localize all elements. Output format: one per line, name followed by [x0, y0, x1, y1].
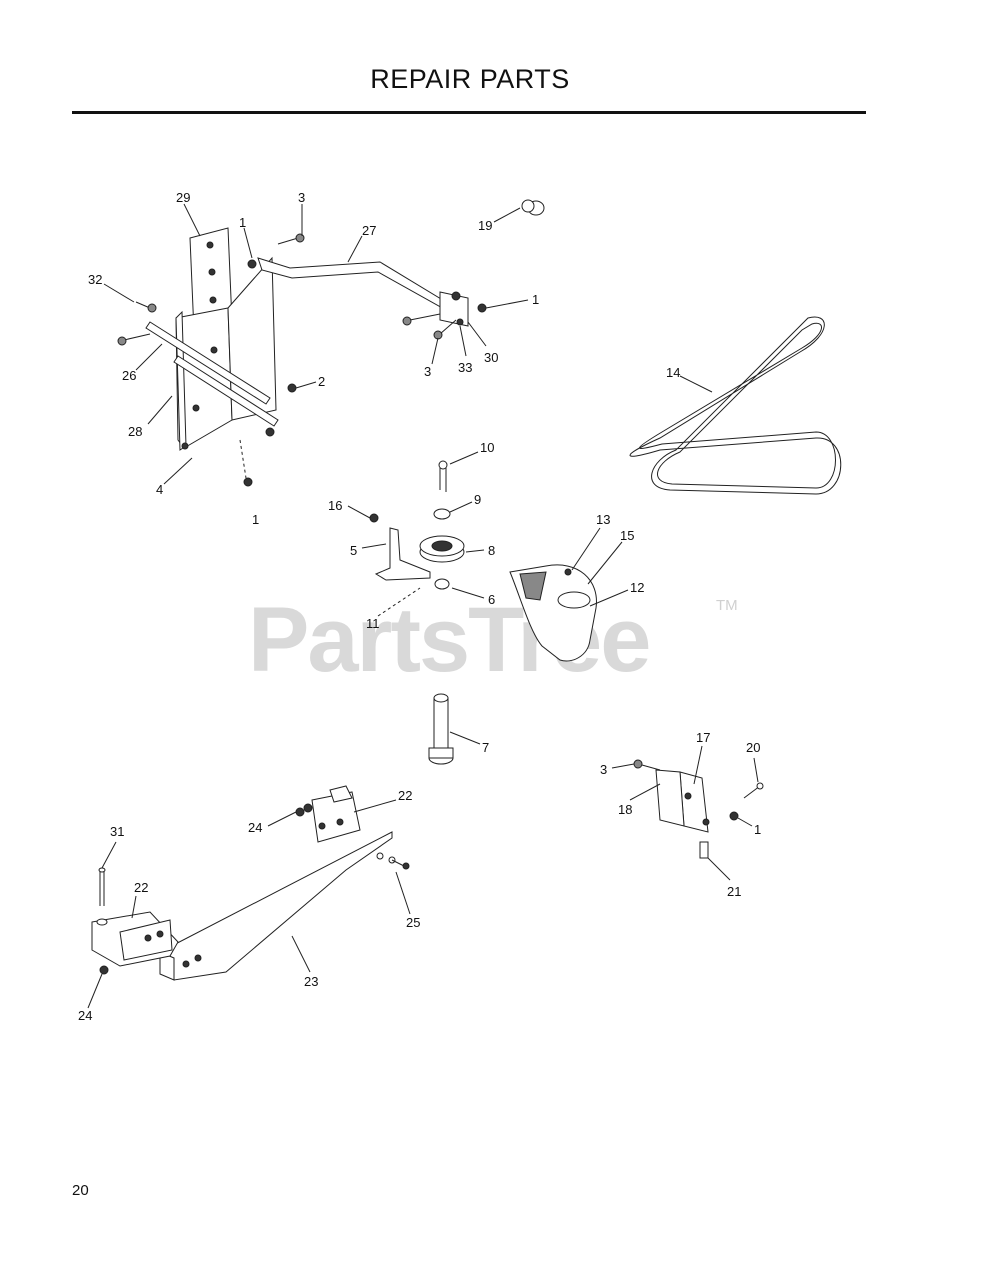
callout-3: 3	[424, 364, 431, 379]
callout-4: 4	[156, 482, 163, 497]
callout-8: 8	[488, 543, 495, 558]
callout-3: 3	[298, 190, 305, 205]
part-7-spindle	[428, 693, 454, 765]
callout-1: 1	[532, 292, 539, 307]
callout-2: 2	[318, 374, 325, 389]
part-9-washer	[433, 508, 451, 520]
callout-29: 29	[176, 190, 190, 205]
callout-11: 11	[366, 616, 380, 631]
callout-1: 1	[754, 822, 761, 837]
callout-31: 31	[110, 824, 124, 839]
callout-9: 9	[474, 492, 481, 507]
part-10-bolt	[438, 460, 448, 492]
part-31-bolt	[98, 867, 106, 906]
leader-lines	[87, 203, 759, 1009]
callout-25: 25	[406, 915, 420, 930]
callout-1: 1	[239, 215, 246, 230]
watermark-trademark: TM	[716, 597, 738, 614]
callout-10: 10	[480, 440, 494, 455]
part-17-bracket	[633, 759, 764, 859]
part-22-upper-bracket	[295, 785, 361, 843]
part-26-rod	[145, 321, 279, 427]
callout-13: 13	[596, 512, 610, 527]
part-5-idler-arm	[374, 527, 431, 581]
callout-24: 24	[248, 820, 262, 835]
callout-12: 12	[630, 580, 644, 595]
callout-1: 1	[252, 512, 259, 527]
callout-16: 16	[328, 498, 342, 513]
callout-18: 18	[618, 802, 632, 817]
part-23-link-bar	[159, 831, 393, 981]
callout-14: 14	[666, 365, 680, 380]
title-rule	[72, 111, 866, 114]
callout-19: 19	[478, 218, 492, 233]
callout-labels: 29 3 1 27 19 32 1 26 3 33 30 2 14 28 4 1…	[78, 190, 761, 1023]
part-6-spacer	[434, 578, 450, 590]
callout-22: 22	[134, 880, 148, 895]
callout-23: 23	[304, 974, 318, 989]
part-14-belt	[629, 316, 842, 495]
callout-32: 32	[88, 272, 102, 287]
callout-28: 28	[128, 424, 142, 439]
page-title: REPAIR PARTS	[370, 64, 570, 94]
callout-27: 27	[362, 223, 376, 238]
callout-33: 33	[458, 360, 472, 375]
callout-17: 17	[696, 730, 710, 745]
part-25-bolt	[376, 852, 410, 870]
callout-20: 20	[746, 740, 760, 755]
part-8-pulley	[419, 535, 465, 563]
callout-30: 30	[484, 350, 498, 365]
callout-21: 21	[727, 884, 741, 899]
callout-7: 7	[482, 740, 489, 755]
callout-15: 15	[620, 528, 634, 543]
part-22-lower-bracket	[91, 911, 179, 975]
fasteners-upper-left	[117, 233, 487, 487]
callout-3: 3	[600, 762, 607, 777]
part-12-belt-guard	[509, 564, 597, 662]
callout-24: 24	[78, 1008, 92, 1023]
callout-22: 22	[398, 788, 412, 803]
part-19-bushing	[521, 199, 545, 216]
callout-26: 26	[122, 368, 136, 383]
part-16-bolt	[369, 513, 379, 523]
callout-5: 5	[350, 543, 357, 558]
page-number: 20	[72, 1182, 89, 1199]
part-27-lift-arm	[257, 257, 469, 327]
callout-6: 6	[488, 592, 495, 607]
